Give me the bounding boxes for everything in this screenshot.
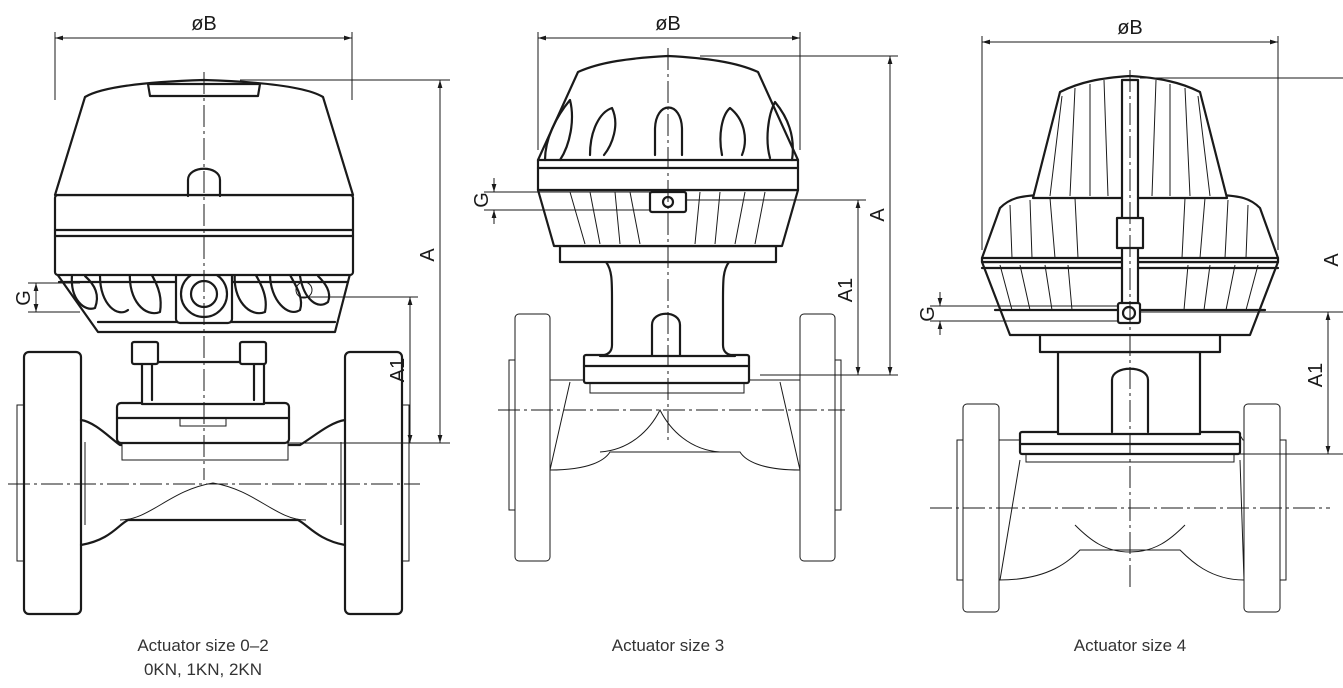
dim-label-diameter-1: øB bbox=[191, 13, 217, 35]
valve-drawing-size-4: øB A A1 G bbox=[917, 17, 1343, 613]
dim-label-height-partial-2: A1 bbox=[835, 278, 857, 302]
dim-label-diameter-2: øB bbox=[655, 13, 681, 35]
caption-subtitle: 0KN, 1KN, 2KN bbox=[143, 660, 263, 679]
caption-title: Actuator size 3 bbox=[611, 636, 725, 655]
dim-label-height-total-1: A bbox=[417, 248, 439, 262]
valve-drawing-size-3: øB A A1 G bbox=[471, 13, 898, 562]
dim-label-connection-1: G bbox=[13, 290, 35, 306]
dim-label-diameter-3: øB bbox=[1117, 17, 1143, 39]
dim-label-height-partial-1: A1 bbox=[387, 358, 409, 382]
dim-label-height-partial-3: A1 bbox=[1305, 363, 1327, 387]
dim-label-connection-2: G bbox=[471, 192, 493, 208]
caption-size-4: Actuator size 4 bbox=[1050, 634, 1210, 658]
valve-drawing-size-0-2: øB A A1 G bbox=[8, 13, 450, 616]
dim-label-height-total-2: A bbox=[867, 208, 889, 222]
dim-label-connection-3: G bbox=[917, 306, 939, 322]
caption-size-0-2: Actuator size 0–2 0KN, 1KN, 2KN bbox=[113, 634, 293, 682]
caption-size-3: Actuator size 3 bbox=[588, 634, 748, 658]
caption-title: Actuator size 4 bbox=[1073, 636, 1187, 655]
dim-label-height-total-3: A bbox=[1321, 253, 1343, 267]
caption-title: Actuator size 0–2 bbox=[137, 636, 269, 655]
